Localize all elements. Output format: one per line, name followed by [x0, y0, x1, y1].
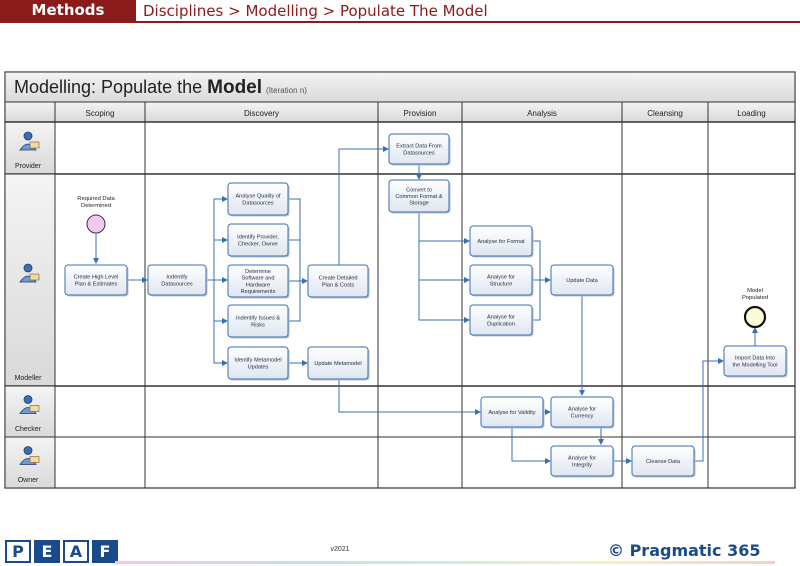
brand-name: © Pragmatic 365 [608, 541, 761, 560]
task-label: Update Data [566, 278, 598, 284]
task-label: Update Metamodel [314, 361, 361, 367]
task-label: Indentify [166, 275, 187, 281]
phase-label: Analysis [527, 109, 557, 118]
task-label: Convert to [406, 187, 432, 193]
task-label: Analyse for [568, 456, 596, 462]
task-identify-issues: Indentify Issues &Risks [227, 304, 290, 339]
task-label: Identify Metamodel [234, 358, 281, 364]
logo-letter: F [92, 540, 118, 563]
breadcrumb[interactable]: Disciplines > Modelling > Populate The M… [143, 2, 488, 20]
phase-header-row: Scoping Discovery Provision Analysis Cleansi… [4, 101, 796, 488]
phase-label: Loading [737, 109, 765, 118]
task-label: Requirements [241, 289, 276, 295]
task-label: Import Data Into [735, 356, 775, 362]
task-label: Analyse for Validity [488, 410, 535, 416]
task-update-metamodel: Update Metamodel [307, 346, 370, 381]
phase-label: Scoping [86, 109, 115, 118]
role-icon [19, 395, 40, 414]
phase-label: Cleansing [647, 109, 683, 118]
header-divider [0, 21, 800, 23]
role-icon [19, 446, 40, 465]
task-label: Duplication [487, 321, 515, 327]
task-label: Risks [251, 322, 265, 328]
diagram-title: Modelling: Populate the Model(Iteration … [14, 77, 307, 98]
task-label: Extract Data From [396, 144, 442, 150]
role-icon [19, 263, 40, 283]
task-cleanse: Cleanse Data [631, 445, 696, 478]
phase-label: Provision [404, 109, 437, 118]
task-label: Create Detailed [319, 276, 358, 282]
role-icon [19, 131, 40, 151]
event-label: Required Data [77, 196, 115, 202]
logo-letter: E [34, 540, 60, 563]
task-label: Create High Level [74, 275, 119, 281]
task-label: the Modelling Tool [733, 362, 778, 368]
logo-letter: A [63, 540, 89, 563]
task-label: Integrity [572, 462, 592, 468]
task-label: Cleanse Data [646, 459, 681, 465]
event-label: Determined [81, 203, 111, 209]
task-label: Datasources [242, 200, 274, 206]
task-label: Analyse for [487, 315, 515, 321]
task-label: Storage [409, 201, 429, 207]
task-label: Analyse for Format [477, 239, 525, 245]
task-update-data: Update Data [550, 264, 615, 297]
task-label: Analyse Quality of [235, 194, 281, 200]
task-label: Plan & Costs [322, 282, 355, 288]
task-label: Analyse for [568, 407, 596, 413]
task-label: Common Format & [395, 194, 443, 200]
task-identify-provider: Identify Provider,Checker, Owner [227, 223, 290, 258]
lane-label: Owner [18, 477, 39, 484]
peaf-logo: P E A F [5, 540, 118, 563]
task-label: Checker, Owner [238, 241, 278, 247]
task-label: Software and [242, 276, 275, 282]
event-label: Model [747, 288, 763, 294]
task-label: Plan & Estimates [75, 281, 118, 287]
task-label: Determine [245, 269, 271, 275]
phase-label: Discovery [244, 109, 279, 118]
task-label: Datasources [403, 150, 435, 156]
connectors [93, 146, 758, 464]
logo-letter: P [5, 540, 31, 563]
event-label: Populated [742, 295, 768, 301]
header-bar: Methods Disciplines > Modelling > Popula… [0, 0, 800, 23]
footer-gradient-bar [115, 561, 775, 564]
task-label: Identify Provider, [237, 235, 279, 241]
task-label: Updates [248, 364, 269, 370]
task-label: Datasources [161, 281, 193, 287]
task-label: Hardware [246, 282, 270, 288]
task-label: Analyse for [487, 275, 515, 281]
task-label: Structure [490, 281, 513, 287]
task-analyse-validity: Analyse for Validity [480, 396, 545, 429]
task-label: Currency [571, 413, 594, 419]
lane-label: Provider [15, 163, 42, 170]
lane-label: Modeller [15, 375, 43, 382]
version-label: v2021 [330, 546, 350, 553]
lane-label: Checker [15, 426, 42, 433]
task-label: Indentify Issues & [236, 316, 280, 322]
task-analyse-format: Analyse for Format [469, 225, 534, 258]
section-label[interactable]: Methods [0, 0, 136, 22]
